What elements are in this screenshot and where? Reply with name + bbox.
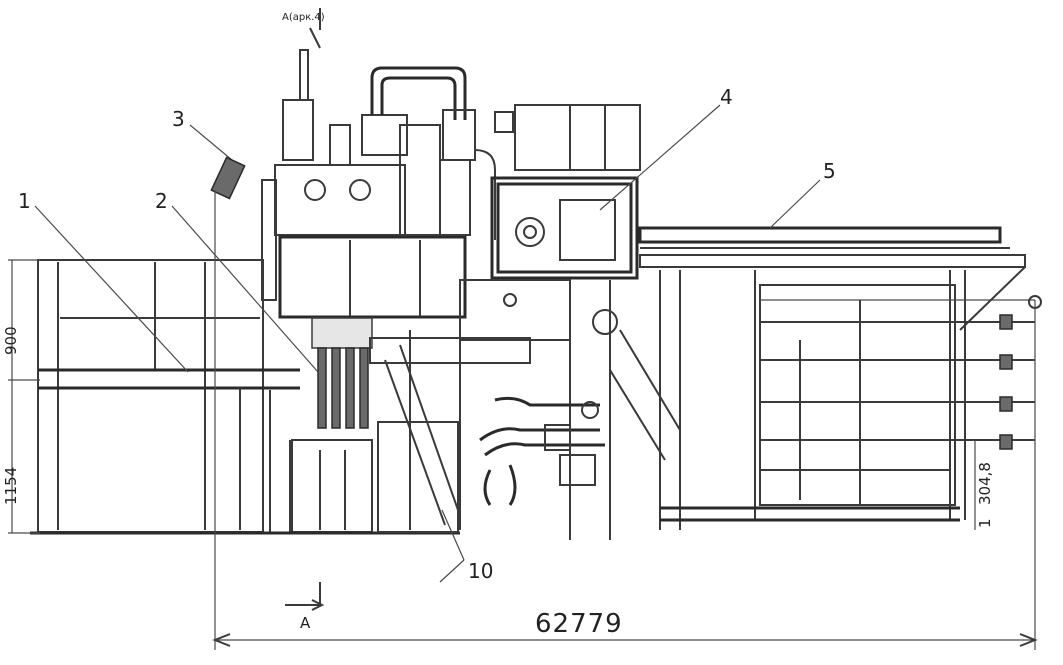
section-marker: A(арк.4) A xyxy=(282,8,325,632)
dimensions: 900 1154 304,8 1 62779 xyxy=(2,190,1038,650)
left-frame xyxy=(30,259,460,535)
electrodes xyxy=(311,317,373,429)
callout-2: 2 xyxy=(155,189,168,213)
callout-4: 4 xyxy=(720,85,733,109)
section-label: A xyxy=(300,614,311,632)
section-note: A(арк.4) xyxy=(282,12,325,23)
dim-900: 900 xyxy=(2,326,20,355)
callouts: 1 2 3 4 5 10 xyxy=(18,85,836,583)
dim-right-prefix: 1 xyxy=(976,518,994,528)
leader-lines xyxy=(34,104,821,583)
callout-5: 5 xyxy=(823,159,836,183)
dim-62779: 62779 xyxy=(535,609,623,639)
exchanger-box xyxy=(490,104,641,280)
dim-1154: 1154 xyxy=(2,467,20,505)
furnace-block xyxy=(261,49,496,319)
callout-3: 3 xyxy=(172,107,185,131)
supports xyxy=(369,279,681,540)
dim-304-8: 304,8 xyxy=(976,462,994,505)
piping xyxy=(479,396,605,506)
callout-1: 1 xyxy=(18,189,31,213)
callout-10: 10 xyxy=(468,559,493,583)
right-frame xyxy=(638,226,1042,530)
